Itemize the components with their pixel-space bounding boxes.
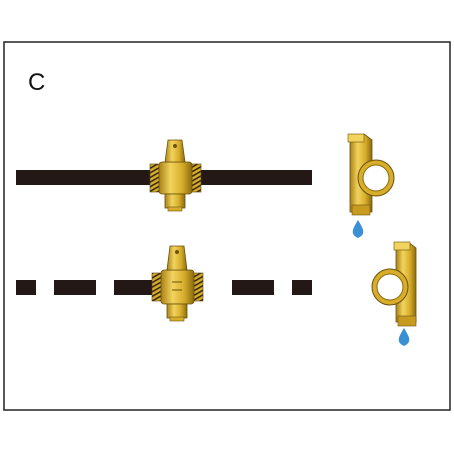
water-drop-icon [352,220,364,238]
water-drop-icon [398,328,410,346]
pipe-segment [292,280,312,295]
continuous-pipe-scene [16,133,395,238]
pipe-segment [54,280,96,295]
side-fitting-icon [347,133,395,216]
pipe-segment [232,280,274,295]
dashed-pipe-scene [16,241,417,346]
panel-frame [3,41,451,411]
pipe-segment [114,280,152,295]
brass-tee-fitting-icon [151,245,204,322]
pipe-segment [16,280,36,295]
panel-label: C [28,69,45,96]
side-fitting-icon [371,241,417,327]
brass-tee-fitting-icon [149,139,202,212]
